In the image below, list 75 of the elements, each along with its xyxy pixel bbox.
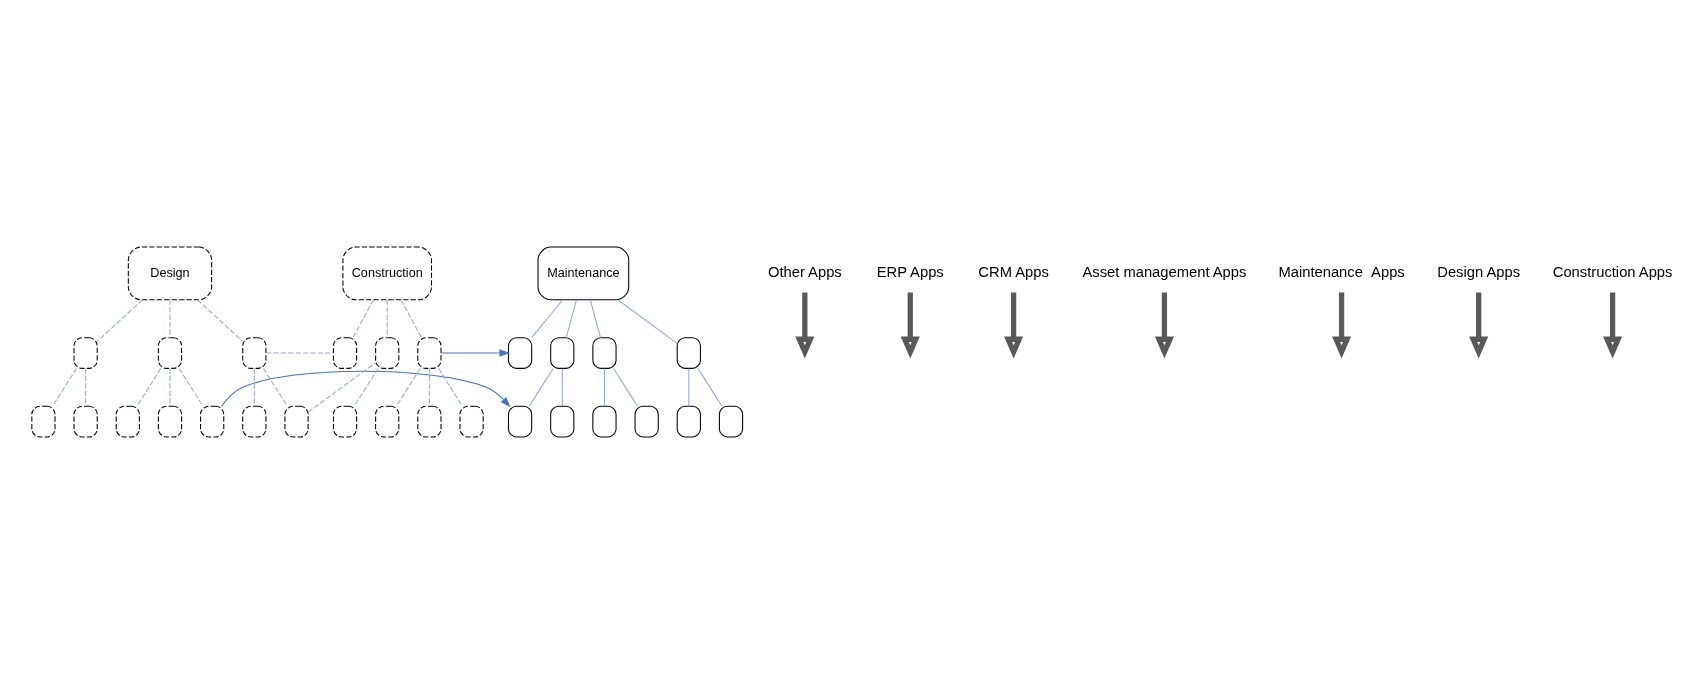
node-box xyxy=(375,336,400,369)
node-box xyxy=(242,336,267,369)
node-box xyxy=(242,405,267,437)
connector xyxy=(386,298,388,338)
node-box xyxy=(459,405,484,437)
connector xyxy=(428,367,430,407)
arrow xyxy=(1603,292,1623,358)
connector xyxy=(565,298,577,338)
connector xyxy=(178,367,204,407)
node-text: Construction Apps xyxy=(1552,263,1673,280)
arrow xyxy=(220,370,511,407)
node-box xyxy=(200,405,225,437)
connector xyxy=(438,367,463,407)
node-text: Maintenance Apps xyxy=(1278,263,1405,280)
node-text: Other Apps xyxy=(767,263,842,280)
node-box xyxy=(507,405,533,437)
connector xyxy=(528,367,554,407)
connector xyxy=(531,298,564,338)
connector xyxy=(395,367,421,407)
node-box xyxy=(550,336,575,369)
node-box xyxy=(718,405,744,437)
connector xyxy=(353,367,379,407)
connector xyxy=(85,367,87,407)
node-text: Asset management Apps xyxy=(1082,263,1247,280)
node-box xyxy=(375,405,400,437)
arrow xyxy=(1469,292,1489,358)
node-box xyxy=(417,405,442,437)
node-box xyxy=(115,405,140,437)
arrow xyxy=(1154,292,1174,358)
connector xyxy=(197,298,243,342)
connector xyxy=(52,367,77,407)
node-box xyxy=(676,336,701,369)
node-box xyxy=(157,405,183,437)
node-text: CRM Apps xyxy=(978,263,1049,280)
connector xyxy=(352,298,374,338)
node-box: Design xyxy=(127,246,213,300)
node-box xyxy=(507,336,533,369)
connector xyxy=(400,298,423,338)
node-box: Maintenance xyxy=(537,246,630,300)
connector xyxy=(613,367,639,407)
connector xyxy=(617,298,678,344)
node-box xyxy=(592,405,617,437)
arrow xyxy=(900,292,920,358)
node-box xyxy=(592,336,617,369)
node-box xyxy=(332,336,358,369)
connector xyxy=(262,367,288,407)
node-box: Construction xyxy=(342,246,433,300)
arrow xyxy=(1004,292,1024,358)
connector xyxy=(603,367,605,407)
connector xyxy=(688,367,690,407)
connector xyxy=(697,367,723,407)
node-text: ERP Apps xyxy=(876,263,944,280)
connector xyxy=(307,361,376,412)
connector xyxy=(253,367,255,407)
node-box xyxy=(676,405,701,437)
node-box xyxy=(73,336,98,369)
connector xyxy=(589,298,602,338)
arrow xyxy=(795,292,815,358)
connector xyxy=(265,352,334,354)
node-box xyxy=(157,336,183,369)
connector xyxy=(169,298,171,338)
node-box xyxy=(31,405,56,437)
node-box xyxy=(417,336,442,369)
node-box xyxy=(73,405,98,437)
node-box xyxy=(550,405,575,437)
arrow xyxy=(440,348,510,357)
node-box xyxy=(634,405,659,437)
node-box xyxy=(332,405,358,437)
arrow xyxy=(1332,292,1352,358)
node-text: Design Apps xyxy=(1437,263,1521,280)
connector xyxy=(97,298,143,342)
connector xyxy=(136,367,162,407)
node-box xyxy=(284,405,309,437)
connector xyxy=(561,367,563,407)
connector xyxy=(169,367,171,407)
